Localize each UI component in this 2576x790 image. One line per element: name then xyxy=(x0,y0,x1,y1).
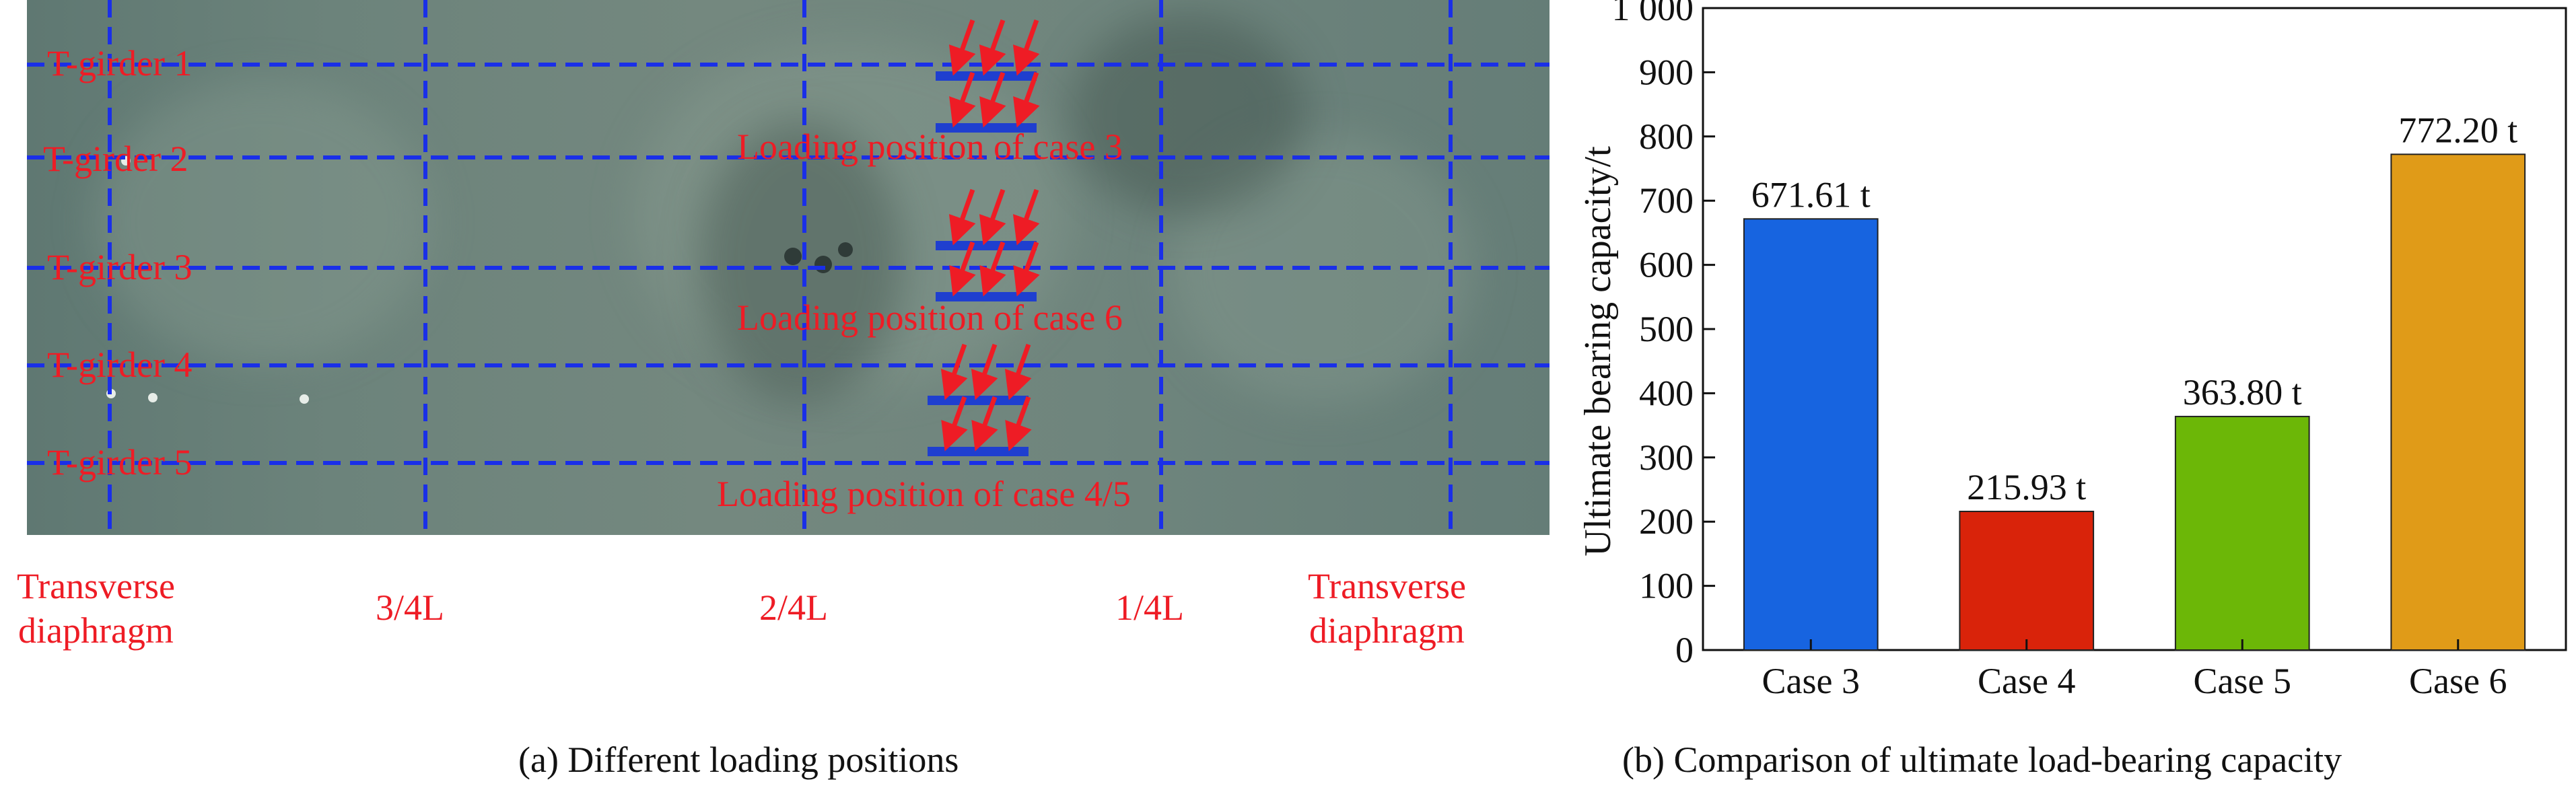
bar xyxy=(1743,218,1879,651)
x-tick-label: Case 3 xyxy=(1762,661,1860,701)
bottom-label-line2: diaphragm xyxy=(18,610,174,651)
caption-panel-a: (a) Different loading positions xyxy=(518,740,959,780)
loading-label-case-4-5: Loading position of case 4/5 xyxy=(717,474,1131,514)
loading-label-case-3: Loading position of case 3 xyxy=(737,127,1123,167)
girder-label-2: T-girder 2 xyxy=(43,139,188,179)
y-tick-label: 700 xyxy=(1639,180,1694,221)
capacity-bar-chart: Ultimate bearing capacity/t 0 100 200 300 40… xyxy=(1577,0,2567,701)
girder-label-5: T-girder 5 xyxy=(47,442,192,482)
bar xyxy=(1959,511,2095,651)
girder-label-3: T-girder 3 xyxy=(47,247,192,287)
x-tick-label: Case 5 xyxy=(2194,661,2291,701)
bar-value-label: 772.20 t xyxy=(2398,110,2517,150)
bottom-label-diaphragm-right: Transverse diaphragm xyxy=(1308,564,1466,653)
y-tick-label: 400 xyxy=(1639,373,1694,413)
girder-label-4: T-girder 4 xyxy=(47,345,192,385)
bottom-label-line1: Transverse xyxy=(1308,566,1466,606)
bottom-label-line2: diaphragm xyxy=(1309,610,1465,651)
bottom-label-2-4L: 2/4L xyxy=(759,585,828,630)
bar-value-label: 671.61 t xyxy=(1751,174,1871,215)
bottom-label-line1: 2/4L xyxy=(759,587,828,628)
y-tick-label: 300 xyxy=(1639,437,1694,478)
y-tick-label: 0 xyxy=(1675,630,1694,670)
y-tick-label: 1 000 xyxy=(1612,0,1694,28)
x-tick-label: Case 6 xyxy=(2409,661,2507,701)
bottom-label-diaphragm-left: Transverse diaphragm xyxy=(17,564,175,653)
y-axis-label: Ultimate bearing capacity/t xyxy=(1577,146,1619,556)
bar-value-label: 363.80 t xyxy=(2183,372,2302,412)
bottom-label-3-4L: 3/4L xyxy=(376,585,444,630)
bar-value-label: 215.93 t xyxy=(1967,467,2086,507)
y-tick-label: 100 xyxy=(1639,566,1694,606)
x-tick-label: Case 4 xyxy=(1978,661,2075,701)
bottom-label-line1: 1/4L xyxy=(1115,587,1184,628)
caption-panel-b: (b) Comparison of ultimate load-bearing … xyxy=(1622,740,2342,780)
bottom-label-1-4L: 1/4L xyxy=(1115,585,1184,630)
y-tick-label: 800 xyxy=(1639,116,1694,157)
y-tick-label: 900 xyxy=(1639,52,1694,92)
bar xyxy=(2174,415,2310,651)
y-tick-label: 200 xyxy=(1639,501,1694,542)
load-arrows xyxy=(940,19,1040,452)
loading-label-case-6: Loading position of case 6 xyxy=(737,297,1123,338)
bottom-label-line1: 3/4L xyxy=(376,587,444,628)
bottom-label-line1: Transverse xyxy=(17,566,175,606)
y-tick-label: 600 xyxy=(1639,245,1694,285)
girder-label-1: T-girder 1 xyxy=(47,43,192,83)
y-tick-label: 500 xyxy=(1639,309,1694,349)
bar xyxy=(2390,153,2526,651)
